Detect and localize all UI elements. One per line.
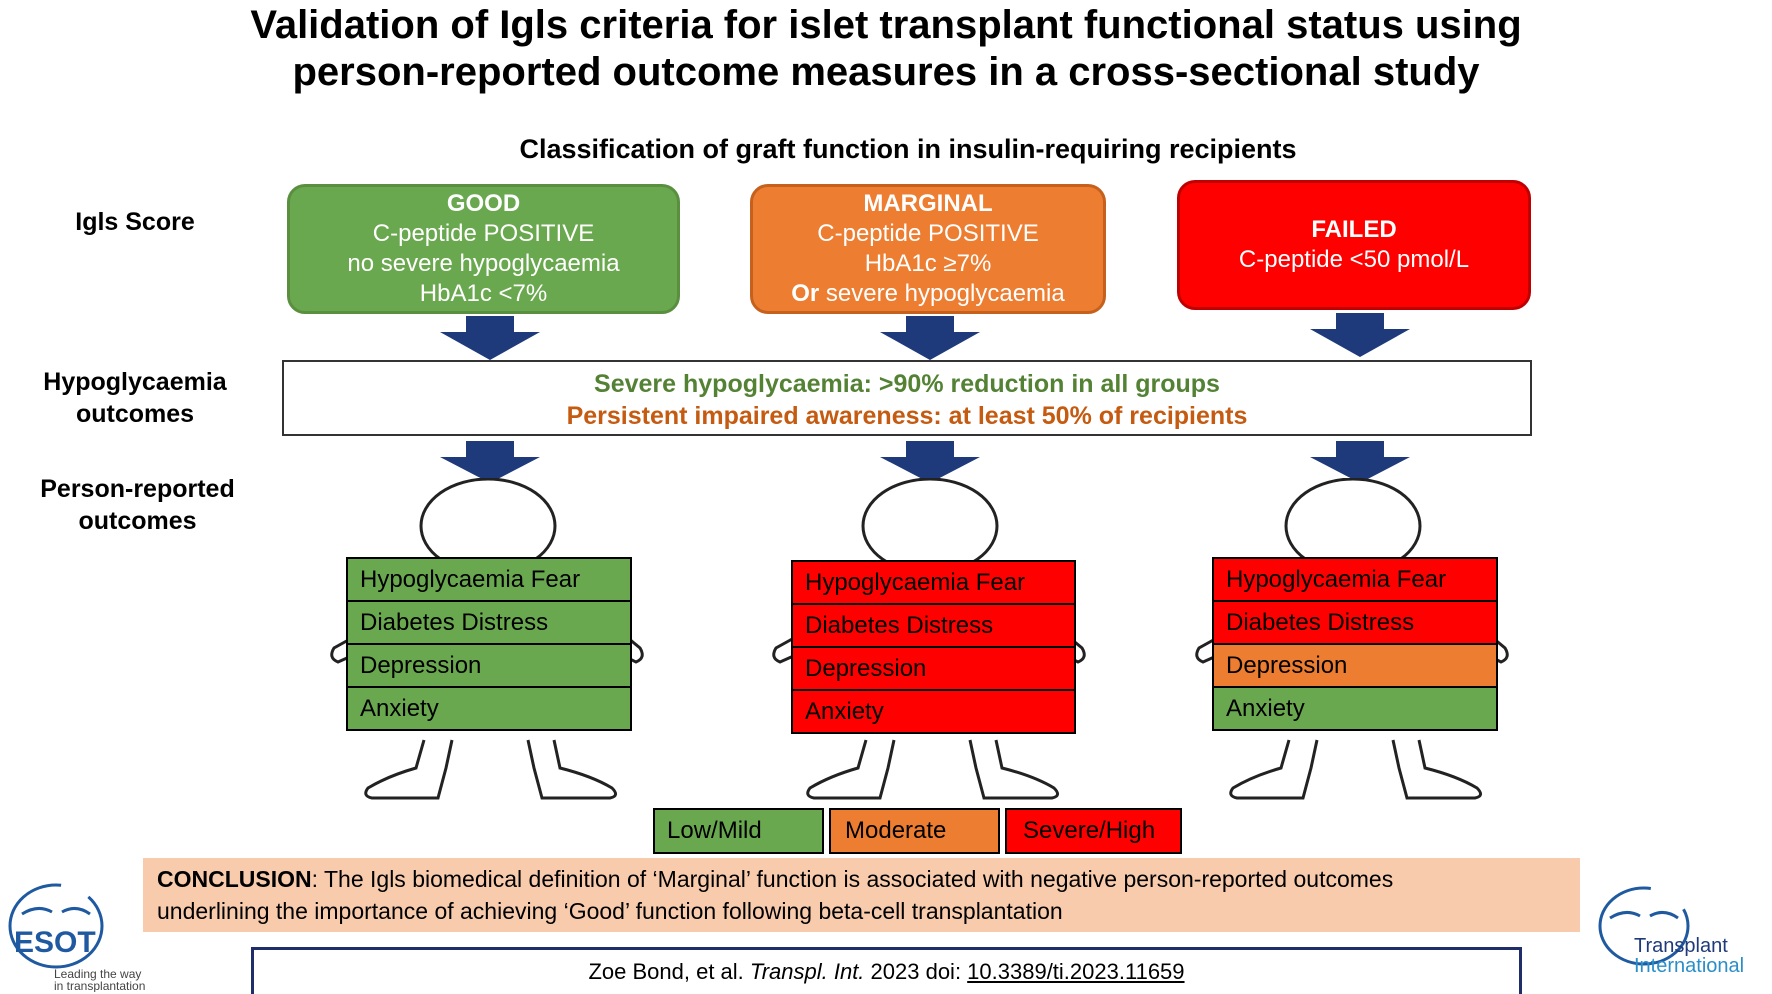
citation-box: Zoe Bond, et al. Transpl. Int. 2023 doi:… bbox=[251, 947, 1522, 994]
citation-journal: Transpl. Int. bbox=[749, 959, 865, 984]
figure-title-line2: person-reported outcome measures in a cr… bbox=[292, 50, 1480, 94]
person-outcomes-label: Person-reported outcomes bbox=[20, 473, 255, 537]
outcome-cell-failed-distress: Diabetes Distress bbox=[1212, 600, 1498, 645]
score-good-line2: no severe hypoglycaemia bbox=[347, 250, 620, 277]
score-marginal-line2: HbA1c ≥7% bbox=[864, 250, 992, 277]
conclusion-line1: CONCLUSION: The Igls biomedical definiti… bbox=[157, 863, 1566, 895]
score-marginal-or: Or bbox=[791, 280, 820, 307]
score-marginal-box: MARGINAL C-peptide POSITIVE HbA1c ≥7% Or… bbox=[750, 184, 1106, 314]
person-label-line2: outcomes bbox=[78, 507, 197, 535]
outcome-cell-marginal-fear: Hypoglycaemia Fear bbox=[791, 560, 1076, 605]
person-label-line1: Person-reported bbox=[40, 475, 235, 503]
legend-low-mild: Low/Mild bbox=[653, 808, 824, 854]
arrow-down-icon bbox=[880, 441, 980, 483]
transplant-international-logo: Transplant International bbox=[1598, 886, 1744, 977]
legend-moderate: Moderate bbox=[829, 808, 1000, 854]
esot-tagline-2: in transplantation bbox=[54, 979, 145, 992]
hypoglycaemia-outcomes-box: Severe hypoglycaemia: >90% reduction in … bbox=[282, 360, 1532, 436]
outcome-cell-good-fear: Hypoglycaemia Fear bbox=[346, 557, 632, 602]
esot-tagline-1: Leading the way bbox=[54, 967, 141, 981]
citation-year: 2023 doi: bbox=[864, 959, 968, 984]
outcome-cell-failed-depression: Depression bbox=[1212, 643, 1498, 688]
conclusion-text: : The Igls biomedical definition of ‘Mar… bbox=[311, 866, 1394, 892]
outcome-cell-good-distress: Diabetes Distress bbox=[346, 600, 632, 645]
outcome-cell-marginal-anxiety: Anxiety bbox=[791, 689, 1076, 734]
outcome-cell-good-anxiety: Anxiety bbox=[346, 686, 632, 731]
score-failed-box: FAILED C-peptide <50 pmol/L bbox=[1177, 180, 1531, 310]
arrow-down-icon bbox=[1310, 441, 1410, 483]
outcome-cell-good-depression: Depression bbox=[346, 643, 632, 688]
arrow-down-icon bbox=[440, 441, 540, 483]
outcome-cell-marginal-depression: Depression bbox=[791, 646, 1076, 691]
legend-low-label: Low/Mild bbox=[667, 817, 762, 844]
ti-line2: International bbox=[1634, 955, 1744, 977]
outcomes-failed-list: Hypoglycaemia Fear Diabetes Distress Dep… bbox=[1212, 557, 1498, 731]
legend-severe-high: Severe/High bbox=[1005, 808, 1182, 854]
figure-title-line1: Validation of Igls criteria for islet tr… bbox=[250, 3, 1522, 47]
conclusion-line2: underlining the importance of achieving … bbox=[157, 898, 1063, 924]
outcomes-good-list: Hypoglycaemia Fear Diabetes Distress Dep… bbox=[346, 557, 632, 731]
hypo-outcome-line1: Severe hypoglycaemia: >90% reduction in … bbox=[594, 370, 1220, 398]
outcome-cell-failed-anxiety: Anxiety bbox=[1212, 686, 1498, 731]
score-good-line1: C-peptide POSITIVE bbox=[372, 220, 595, 247]
outcome-cell-marginal-distress: Diabetes Distress bbox=[791, 603, 1076, 648]
ti-line1: Transplant bbox=[1634, 935, 1728, 957]
hypo-outcomes-label: Hypoglycaemia outcomes bbox=[20, 366, 250, 430]
score-failed-heading: FAILED bbox=[1311, 216, 1397, 243]
score-marginal-line3-text: severe hypoglycaemia bbox=[819, 280, 1065, 307]
arrow-down-icon bbox=[1310, 313, 1410, 357]
esot-logo: ESOT Leading the way in transplantation bbox=[8, 883, 145, 992]
outcome-cell-failed-fear: Hypoglycaemia Fear bbox=[1212, 557, 1498, 602]
citation-authors: Zoe Bond, et al. bbox=[588, 959, 750, 984]
score-marginal-line1: C-peptide POSITIVE bbox=[817, 220, 1039, 247]
hypo-outcome-line2: Persistent impaired awareness: at least … bbox=[566, 402, 1248, 430]
arrow-down-icon bbox=[880, 316, 980, 360]
conclusion-box: CONCLUSION: The Igls biomedical definiti… bbox=[143, 858, 1580, 932]
legend-moderate-label: Moderate bbox=[845, 817, 947, 844]
outcomes-marginal-list: Hypoglycaemia Fear Diabetes Distress Dep… bbox=[791, 560, 1076, 734]
igls-score-label: Igls Score bbox=[75, 208, 195, 236]
classification-subtitle: Classification of graft function in insu… bbox=[519, 134, 1297, 164]
score-good-line3: HbA1c <7% bbox=[419, 280, 548, 307]
hypo-label-line2: outcomes bbox=[75, 400, 195, 428]
score-marginal-heading: MARGINAL bbox=[863, 190, 993, 217]
conclusion-label: CONCLUSION bbox=[157, 866, 312, 892]
score-good-heading: GOOD bbox=[446, 190, 521, 217]
score-good-box: GOOD C-peptide POSITIVE no severe hypogl… bbox=[287, 184, 680, 314]
hypo-label-line1: Hypoglycaemia bbox=[43, 368, 227, 396]
score-marginal-line3: Or severe hypoglycaemia bbox=[753, 279, 1103, 309]
arrow-down-icon bbox=[440, 316, 540, 360]
esot-name: ESOT bbox=[14, 926, 96, 959]
score-failed-line1: C-peptide <50 pmol/L bbox=[1238, 246, 1470, 273]
citation-doi-link[interactable]: 10.3389/ti.2023.11659 bbox=[967, 959, 1185, 984]
legend-high-label: Severe/High bbox=[1023, 817, 1156, 844]
